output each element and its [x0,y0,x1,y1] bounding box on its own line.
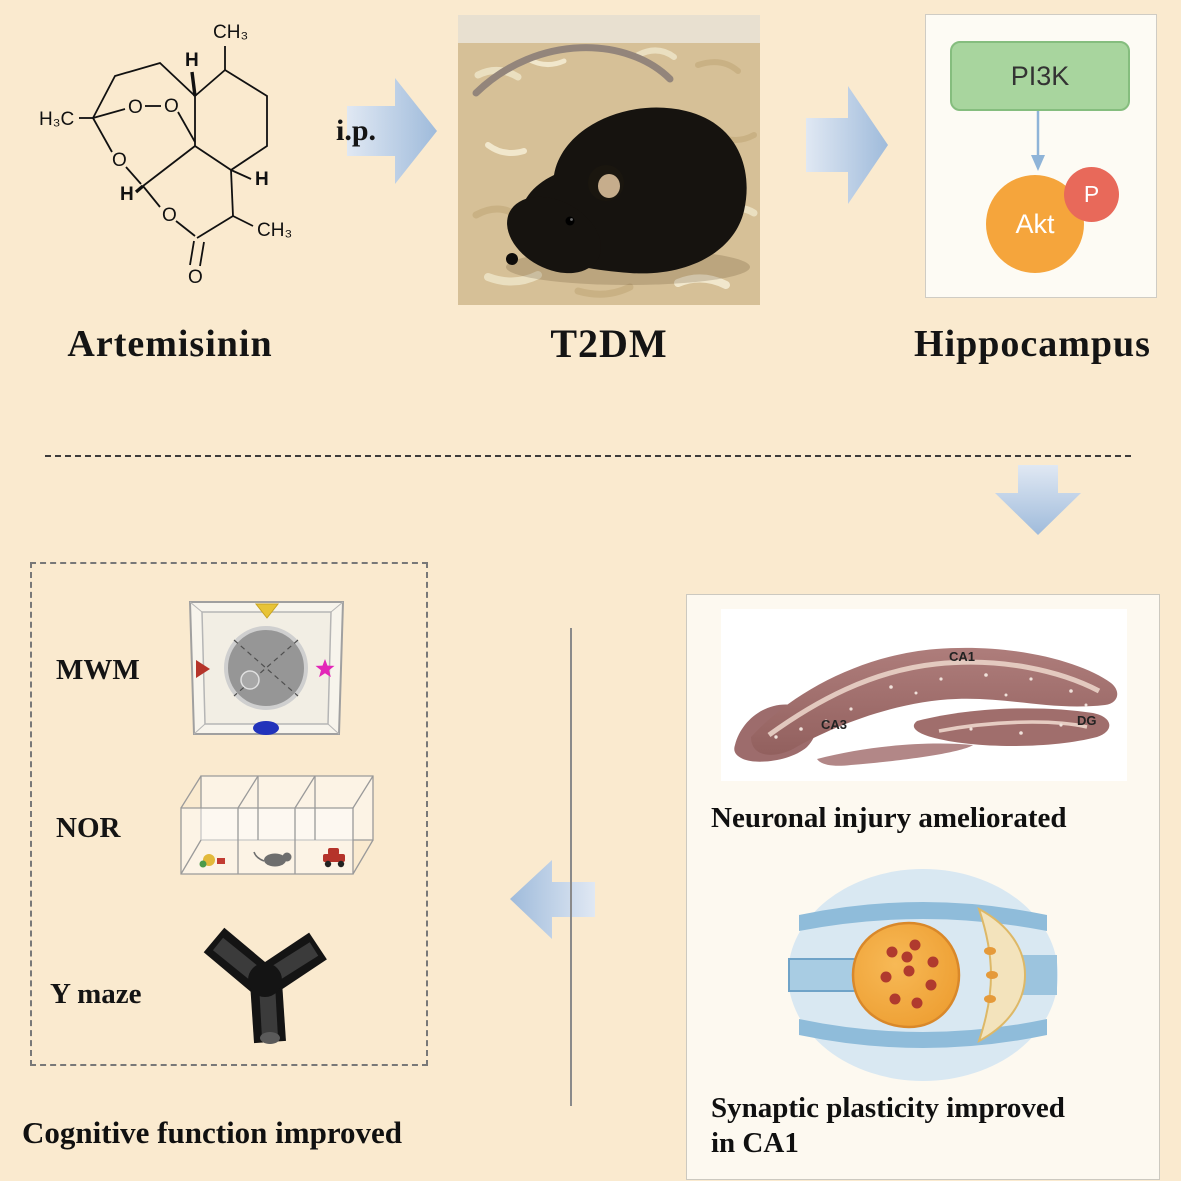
ca1-label: CA1 [949,649,975,664]
cage-wall [458,15,760,43]
hippocampus-label: Hippocampus [914,323,1151,365]
down-arrow [995,465,1081,535]
mouse-nose [506,253,518,265]
o-peroxide-a-label: O [128,97,143,118]
mouse-eye [565,216,575,226]
cue-triangle-red [196,660,210,678]
ymaze-entrance [260,1032,280,1044]
mwm-label: MWM [56,654,140,686]
h-right-label: H [255,169,269,190]
maze-corner-lines [189,601,344,735]
water-pool [224,626,308,710]
ch3-right-label: CH₃ [257,220,292,241]
nor-object-mouse [253,851,292,867]
pi3k-to-akt-arrow [1031,111,1045,171]
phospho-badge: P [1064,167,1119,222]
t2dm-label: T2DM [550,321,668,366]
results-panel: CA1 CA3 DG Neuronal injury ameliorated [686,594,1160,1180]
pi3k-box: PI3K [950,41,1130,111]
cue-oval-blue [253,721,279,735]
panel-divider [570,628,572,1106]
hidden-platform [240,670,260,690]
postsynaptic-membrane [977,906,1027,1044]
receptors [984,947,998,1003]
ip-label: i.p. [336,114,377,147]
ymaze-illustration [203,927,327,1044]
o-peroxide-b-label: O [164,96,179,117]
cue-triangle-yellow [254,603,280,619]
akt-label: Akt [1015,208,1055,239]
ymaze-label: Y maze [50,978,142,1010]
mouse-photo [458,15,760,305]
cue-star-magenta [315,659,335,678]
synaptic-caption: Synaptic plasticity improved in CA1 [711,1091,1151,1161]
synaptic-caption-line1: Synaptic plasticity improved [711,1092,1065,1124]
neuronal-caption: Neuronal injury ameliorated [711,802,1067,834]
arrow-to-hippocampus [806,86,888,204]
left-arrow [510,860,595,939]
nor-object-car [323,848,345,868]
ip-arrow [347,78,437,184]
nor-object-toys [199,854,225,868]
ch3-top-label: CH₃ [213,22,248,43]
artemisinin-label: Artemisinin [67,323,273,365]
pathway-box: PI3K Akt P [925,14,1157,298]
o-lactone-label: O [162,205,177,226]
pi3k-label: PI3K [1010,60,1070,91]
mouse-inner-ear [598,174,620,198]
synaptic-caption-line2: in CA1 [711,1126,799,1159]
presynaptic-terminal [851,921,961,1029]
nor-label: NOR [56,812,121,844]
molecule-bonds [79,46,268,267]
mwm-illustration [188,601,345,735]
h-mid-label: H [120,184,134,205]
ca3-label: CA3 [821,717,847,732]
synaptic-vesicles [880,939,939,1009]
mouse-body [506,107,747,274]
nor-boxes [180,775,374,875]
o-carbonyl-label: O [188,267,203,288]
cognitive-caption: Cognitive function improved [22,1115,403,1150]
mouse-tail [472,44,674,97]
section-divider [45,455,1131,457]
h-top-label: H [185,50,199,71]
hippocampus-tissue [734,647,1118,766]
behavior-panel: MWM NOR [30,562,428,1066]
o-ring-label: O [112,150,127,171]
h3c-left-label: H₃C [39,109,74,130]
dg-label: DG [1077,713,1097,728]
synapse-illustration [787,867,1059,1083]
tissue-speckles [774,673,1088,739]
p-label: P [1083,181,1100,207]
artemisinin-structure: CH₃ H H₃C O O O H O O H CH₃ [39,22,292,288]
nor-illustration [180,775,374,875]
ymaze-center [248,963,282,997]
molecule-atom-labels: CH₃ H H₃C O O O H O O H CH₃ [39,22,292,288]
mouse-eye-highlight [570,218,573,221]
histology-image: CA1 CA3 DG [721,609,1127,781]
